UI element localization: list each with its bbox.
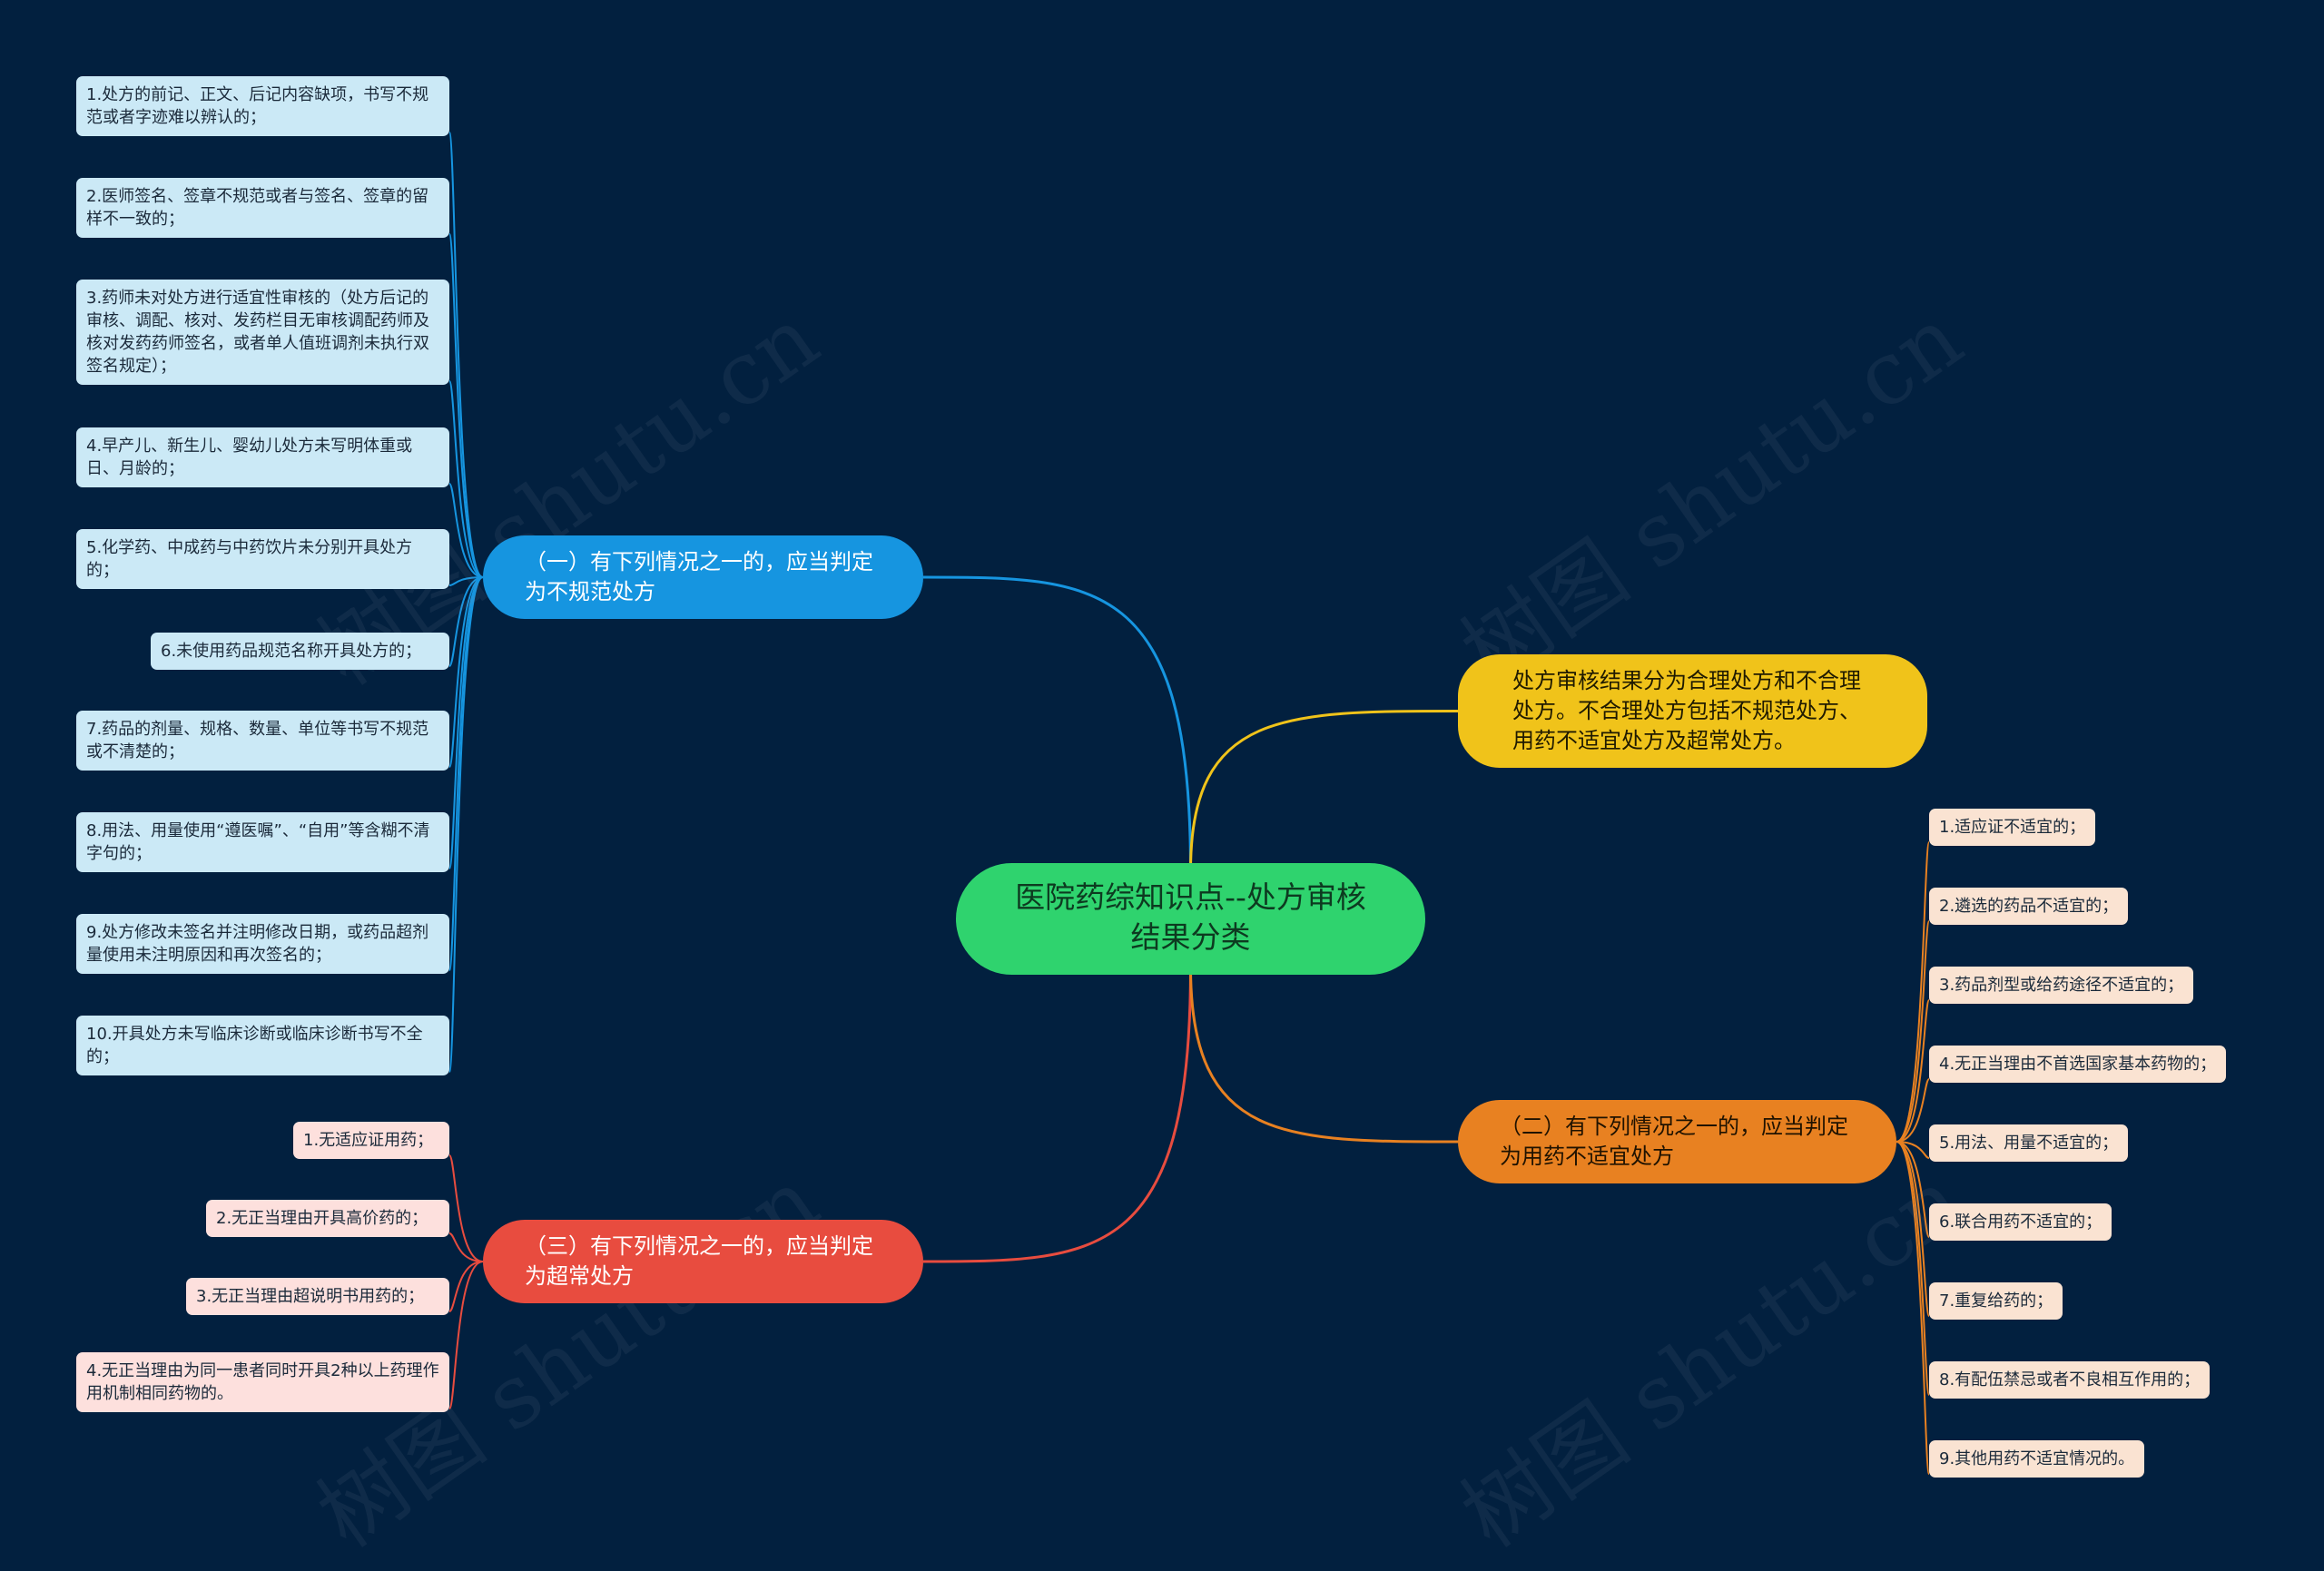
leaf-abnormal-3[interactable]: 3.无正当理由超说明书用药的； bbox=[186, 1278, 449, 1315]
leaf-inappropriate-4[interactable]: 4.无正当理由不首选国家基本药物的； bbox=[1929, 1046, 2227, 1083]
leaf-inappropriate-9[interactable]: 9.其他用药不适宜情况的。 bbox=[1929, 1440, 2145, 1478]
branch-connector bbox=[922, 967, 1192, 1263]
leaf-connector bbox=[448, 576, 484, 586]
leaf-nonstandard-5[interactable]: 5.化学药、中成药与中药饮片未分别开具处方的； bbox=[76, 529, 449, 589]
leaf-nonstandard-3[interactable]: 3.药师未对处方进行适宜性审核的（处方后记的审核、调配、核对、发药栏目无审核调配… bbox=[76, 280, 449, 385]
leaf-connector bbox=[448, 483, 484, 578]
leaf-abnormal-4[interactable]: 4.无正当理由为同一患者同时开具2种以上药理作用机制相同药物的。 bbox=[76, 1352, 449, 1412]
leaf-connector bbox=[448, 576, 484, 1073]
branch-connector bbox=[922, 575, 1192, 871]
leaf-connector bbox=[448, 1232, 484, 1262]
leaf-connector bbox=[1896, 1141, 1930, 1317]
leaf-nonstandard-9[interactable]: 9.处方修改未签名并注明修改日期，或药品超剂量使用未注明原因和再次签名的； bbox=[76, 914, 449, 974]
branch-connector bbox=[1189, 710, 1459, 871]
leaf-connector bbox=[448, 132, 484, 578]
leaf-nonstandard-4[interactable]: 4.早产儿、新生儿、婴幼儿处方未写明体重或日、月龄的； bbox=[76, 427, 449, 487]
leaf-nonstandard-1[interactable]: 1.处方的前记、正文、后记内容缺项，书写不规范或者字迹难以辨认的； bbox=[76, 76, 449, 136]
leaf-connector bbox=[448, 576, 484, 768]
leaf-connector bbox=[1896, 920, 1930, 1143]
leaf-connector bbox=[1896, 1141, 1930, 1159]
leaf-nonstandard-2[interactable]: 2.医师签名、签章不规范或者与签名、签章的留样不一致的； bbox=[76, 178, 449, 238]
leaf-connector bbox=[448, 1154, 484, 1262]
leaf-connector bbox=[1896, 1078, 1930, 1143]
leaf-connector bbox=[1896, 1141, 1930, 1238]
branch-summary[interactable]: 处方审核结果分为合理处方和不合理处方。不合理处方包括不规范处方、用药不适宜处方及… bbox=[1458, 654, 1927, 768]
leaf-connector bbox=[1896, 1141, 1930, 1396]
branch-nonstandard[interactable]: （一）有下列情况之一的，应当判定为不规范处方 bbox=[483, 535, 923, 619]
leaf-nonstandard-6[interactable]: 6.未使用药品规范名称开具处方的； bbox=[151, 633, 449, 670]
leaf-connector bbox=[1896, 1141, 1930, 1475]
leaf-connector bbox=[448, 380, 484, 578]
branch-label: （一）有下列情况之一的，应当判定为不规范处方 bbox=[525, 549, 873, 604]
leaf-nonstandard-10[interactable]: 10.开具处方未写临床诊断或临床诊断书写不全的； bbox=[76, 1016, 449, 1075]
leaf-connector bbox=[448, 1261, 484, 1409]
leaf-connector bbox=[448, 233, 484, 578]
leaf-connector bbox=[448, 1261, 484, 1312]
center-topic[interactable]: 医院药综知识点--处方审核结果分类 bbox=[956, 863, 1425, 975]
leaf-connector bbox=[1896, 841, 1930, 1143]
leaf-inappropriate-8[interactable]: 8.有配伍禁忌或者不良相互作用的； bbox=[1929, 1361, 2211, 1399]
leaf-abnormal-1[interactable]: 1.无适应证用药； bbox=[293, 1122, 449, 1159]
leaf-nonstandard-7[interactable]: 7.药品的剂量、规格、数量、单位等书写不规范或不清楚的； bbox=[76, 711, 449, 771]
branch-inappropriate[interactable]: （二）有下列情况之一的，应当判定为用药不适宜处方 bbox=[1458, 1100, 1896, 1183]
leaf-inappropriate-5[interactable]: 5.用法、用量不适宜的； bbox=[1929, 1124, 2129, 1162]
branch-label: （三）有下列情况之一的，应当判定为超常处方 bbox=[525, 1233, 873, 1289]
leaf-connector bbox=[1896, 999, 1930, 1143]
leaf-inappropriate-6[interactable]: 6.联合用药不适宜的； bbox=[1929, 1203, 2112, 1241]
leaf-nonstandard-8[interactable]: 8.用法、用量使用“遵医嘱”、“自用”等含糊不清字句的； bbox=[76, 812, 449, 872]
branch-label: （二）有下列情况之一的，应当判定为用药不适宜处方 bbox=[1500, 1114, 1848, 1169]
branch-abnormal[interactable]: （三）有下列情况之一的，应当判定为超常处方 bbox=[483, 1220, 923, 1303]
leaf-abnormal-2[interactable]: 2.无正当理由开具高价药的； bbox=[206, 1200, 449, 1237]
leaf-inappropriate-7[interactable]: 7.重复给药的； bbox=[1929, 1282, 2063, 1320]
leaf-connector bbox=[448, 576, 484, 667]
leaf-connector bbox=[448, 576, 484, 971]
branch-connector bbox=[1189, 967, 1459, 1144]
leaf-inappropriate-3[interactable]: 3.药品剂型或给药途径不适宜的； bbox=[1929, 967, 2194, 1004]
leaf-connector bbox=[448, 576, 484, 869]
leaf-inappropriate-1[interactable]: 1.适应证不适宜的； bbox=[1929, 809, 2096, 846]
branch-label: 处方审核结果分为合理处方和不合理处方。不合理处方包括不规范处方、用药不适宜处方及… bbox=[1512, 668, 1861, 753]
leaf-inappropriate-2[interactable]: 2.遴选的药品不适宜的； bbox=[1929, 888, 2129, 925]
